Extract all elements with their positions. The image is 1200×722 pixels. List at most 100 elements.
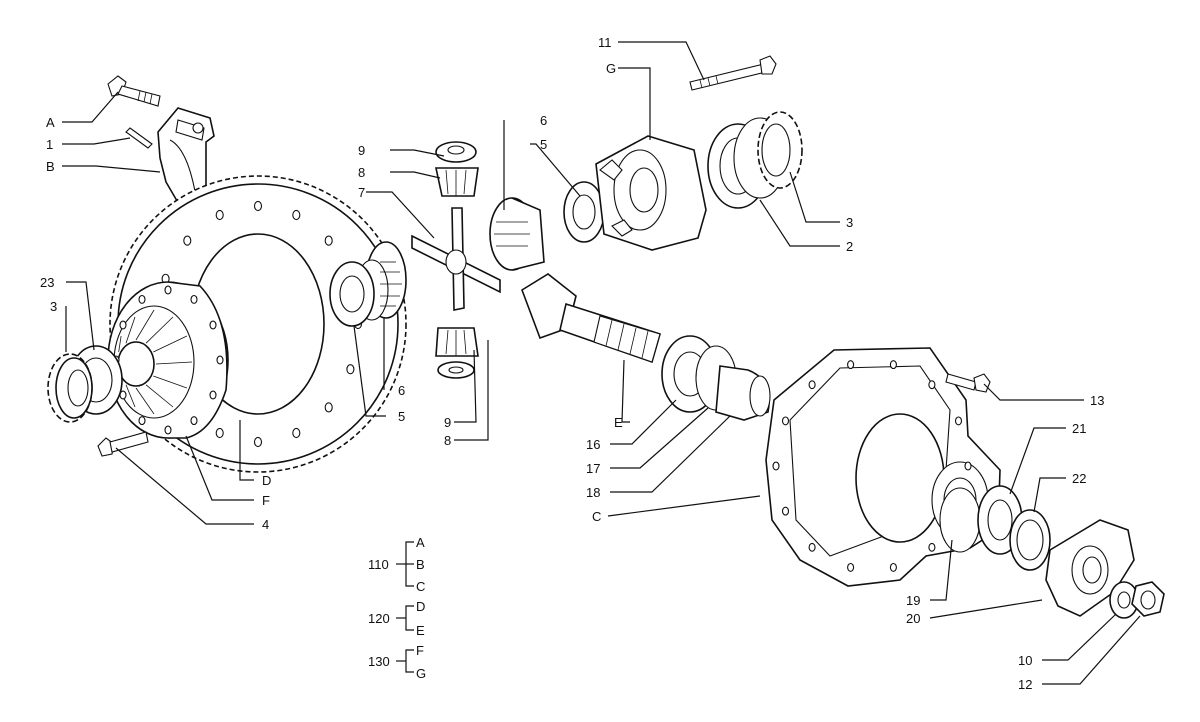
callout-22: 22 [1072,471,1086,486]
callout-7: 7 [358,185,365,200]
legend-group-110: 110 A B C [368,535,425,594]
nut-12 [1131,581,1165,617]
case-rib [155,361,193,365]
callout-11: 11 [598,35,612,50]
callout-d: D [262,473,271,488]
legend-item: E [416,623,425,638]
callout-17: 17 [586,461,600,476]
bolt-hole [346,364,355,375]
bolt-hole [964,461,972,471]
case-rib [118,335,122,353]
callout-6-top: 6 [540,113,547,128]
case-rib [125,316,136,344]
bolt-hole [324,402,333,413]
callout-20: 20 [906,611,920,626]
callout-23: 23 [40,275,54,290]
callout-10: 10 [1018,653,1032,668]
bolt-hole [772,461,780,471]
pinion-gear-8-bottom [435,327,479,357]
bolt-hole [253,200,263,212]
pin-1 [125,127,153,149]
bolt-hole [183,235,192,246]
case-rib [153,335,188,353]
thrust-washer-5-center [329,261,375,327]
callout-a: A [46,115,55,130]
differential-case-f [107,281,229,439]
callout-6-center: 6 [398,383,405,398]
callout-1: 1 [46,137,53,152]
case-rib [153,375,188,389]
bolt-hole [215,209,224,221]
bolt-hole [253,436,263,448]
case-rib [145,316,174,344]
leader-lines [62,41,1141,685]
legend-code: 110 [368,557,389,572]
bolt-13 [945,373,991,393]
washer-10 [1109,581,1139,619]
bolt-hole [209,390,217,400]
legend-group-120: 120 D E [368,599,425,638]
callout-3-left: 3 [50,299,57,314]
legend-code: 130 [368,654,390,669]
bolt-hole [781,506,790,516]
side-gear-6-top [489,197,545,271]
spider-cross-7 [411,207,501,311]
callout-5-top: 5 [540,137,547,152]
legend-item: D [416,599,425,614]
group-legend: 110 A B C 120 D E 130 F G [368,535,426,681]
differential-case-half-g [595,135,707,251]
legend-item: C [416,579,425,594]
callout-19: 19 [906,593,920,608]
legend-item: F [416,643,424,658]
bolt-hole [190,294,198,304]
legend-group-130: 130 F G [368,643,426,681]
callout-21: 21 [1072,421,1086,436]
callout-3-right: 3 [846,215,853,230]
callout-16: 16 [586,437,600,452]
spacer-18 [715,365,771,421]
legend-item: G [416,666,426,681]
bolt-hole [190,416,198,426]
adjusting-ring-3-left [47,353,93,423]
bolt-hole [164,285,172,295]
callout-e: E [614,415,623,430]
callout-b: B [46,159,55,174]
callout-4: 4 [262,517,269,532]
bolt-hole [138,416,146,426]
callout-8-top: 8 [358,165,365,180]
callout-5-center: 5 [398,409,405,424]
callout-8-bottom: 8 [444,433,451,448]
legend-item: B [416,557,425,572]
callout-g: G [606,61,616,76]
drive-pinion-e [521,273,661,364]
bolt-hole [216,355,224,365]
bolt-hole [889,562,897,572]
callout-9-top: 9 [358,143,365,158]
bolt-hole [808,542,816,552]
callout-13: 13 [1090,393,1104,408]
bearing-19 [939,487,981,553]
case-rib [145,384,174,408]
callout-2: 2 [846,239,853,254]
legend-item: A [416,535,425,550]
bolt-hole [954,416,963,426]
bolt-hole [164,425,172,435]
bolt-hole [808,380,816,390]
bolt-hole [209,320,217,330]
legend-code: 120 [368,611,390,626]
bolt-hole [847,562,855,572]
bolt-hole [928,380,936,390]
bolt-hole [781,416,790,426]
callout-f: F [262,493,270,508]
case-rib [135,309,155,341]
bolt-hole [928,542,936,552]
bolt-hole [324,235,333,246]
bolt-hole [847,360,855,370]
callout-9-bottom: 9 [444,415,451,430]
thrust-washer-9-bottom [437,361,475,379]
bolt-hole [889,360,897,370]
bolt-hole [119,320,127,330]
bolt-hole [292,209,301,221]
pinion-gear-8-top [435,167,479,197]
